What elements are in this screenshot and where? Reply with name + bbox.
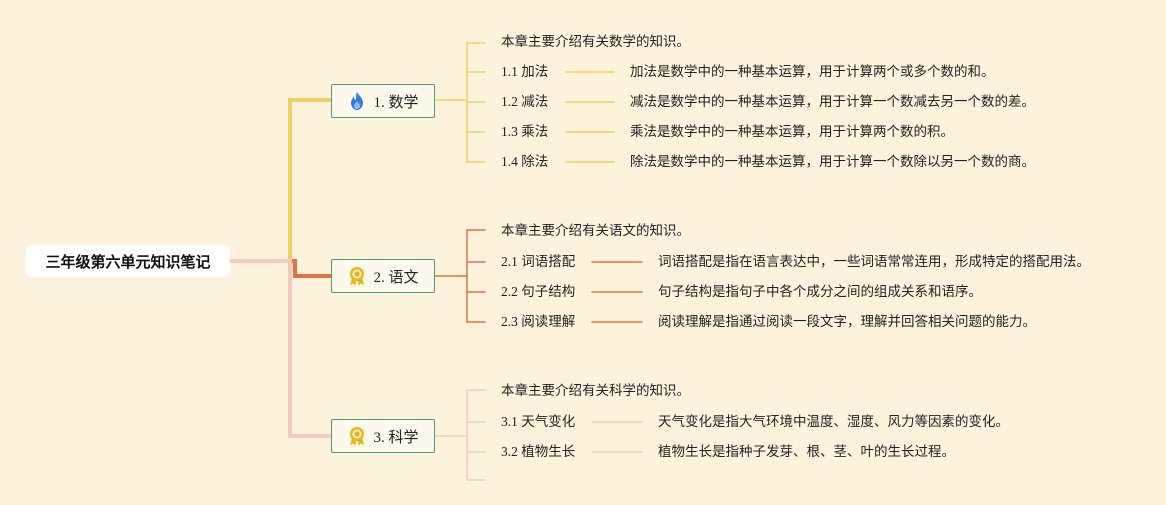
- subtopic-title[interactable]: 2.1 词语搭配: [501, 254, 576, 269]
- award-icon: [347, 426, 367, 446]
- subtopic-title[interactable]: 1.1 加法: [501, 64, 549, 79]
- subtopic-title[interactable]: 2.2 句子结构: [501, 284, 576, 299]
- topic-node-math[interactable]: 1. 数学: [331, 84, 435, 118]
- topic-node-chinese[interactable]: 2. 语文: [331, 259, 435, 293]
- subtopic-title[interactable]: 1.4 除法: [501, 154, 549, 169]
- subtopic-title[interactable]: 3.1 天气变化: [501, 414, 576, 429]
- subtopic-description[interactable]: 乘法是数学中的一种基本运算，用于计算两个数的积。: [630, 124, 954, 139]
- topic-intro[interactable]: 本章主要介绍有关数学的知识。: [501, 34, 690, 49]
- branch-line-math: [228, 98, 333, 263]
- topic-label: 3. 科学: [373, 429, 419, 446]
- topic-label: 1. 数学: [373, 94, 419, 111]
- branch-line-chinese: [228, 259, 333, 278]
- subtopic-description[interactable]: 加法是数学中的一种基本运算，用于计算两个或多个数的和。: [630, 64, 995, 79]
- subtopic-description[interactable]: 除法是数学中的一种基本运算，用于计算一个数除以另一个数的商。: [630, 154, 1035, 169]
- subtopic-description[interactable]: 句子结构是指句子中各个成分之间的组成关系和语序。: [658, 284, 982, 299]
- subtopic-description[interactable]: 阅读理解是指通过阅读一段文字，理解并回答相关问题的能力。: [658, 314, 1036, 329]
- award-icon: [347, 266, 367, 286]
- flame-icon: [347, 91, 367, 111]
- subtopic-description[interactable]: 词语搭配是指在语言表达中，一些词语常常连用，形成特定的搭配用法。: [658, 254, 1090, 269]
- subtopic-description[interactable]: 植物生长是指种子发芽、根、茎、叶的生长过程。: [658, 444, 955, 459]
- topic-label: 2. 语文: [373, 269, 419, 286]
- root-node[interactable]: 三年级第六单元知识笔记: [26, 245, 230, 277]
- topic-intro[interactable]: 本章主要介绍有关科学的知识。: [501, 383, 690, 398]
- subtopic-description[interactable]: 减法是数学中的一种基本运算，用于计算一个数减去另一个数的差。: [630, 94, 1035, 109]
- subtopic-description[interactable]: 天气变化是指大气环境中温度、湿度、风力等因素的变化。: [658, 414, 1009, 429]
- topic-node-science[interactable]: 3. 科学: [331, 419, 435, 453]
- branch-line-science: [228, 259, 333, 438]
- topic-intro[interactable]: 本章主要介绍有关语文的知识。: [501, 223, 690, 238]
- subtopic-title[interactable]: 2.3 阅读理解: [501, 314, 576, 329]
- root-title: 三年级第六单元知识笔记: [45, 252, 211, 271]
- subtopic-title[interactable]: 1.2 减法: [501, 94, 549, 109]
- subtopic-title[interactable]: 1.3 乘法: [501, 124, 549, 139]
- subtopic-title[interactable]: 3.2 植物生长: [501, 444, 576, 459]
